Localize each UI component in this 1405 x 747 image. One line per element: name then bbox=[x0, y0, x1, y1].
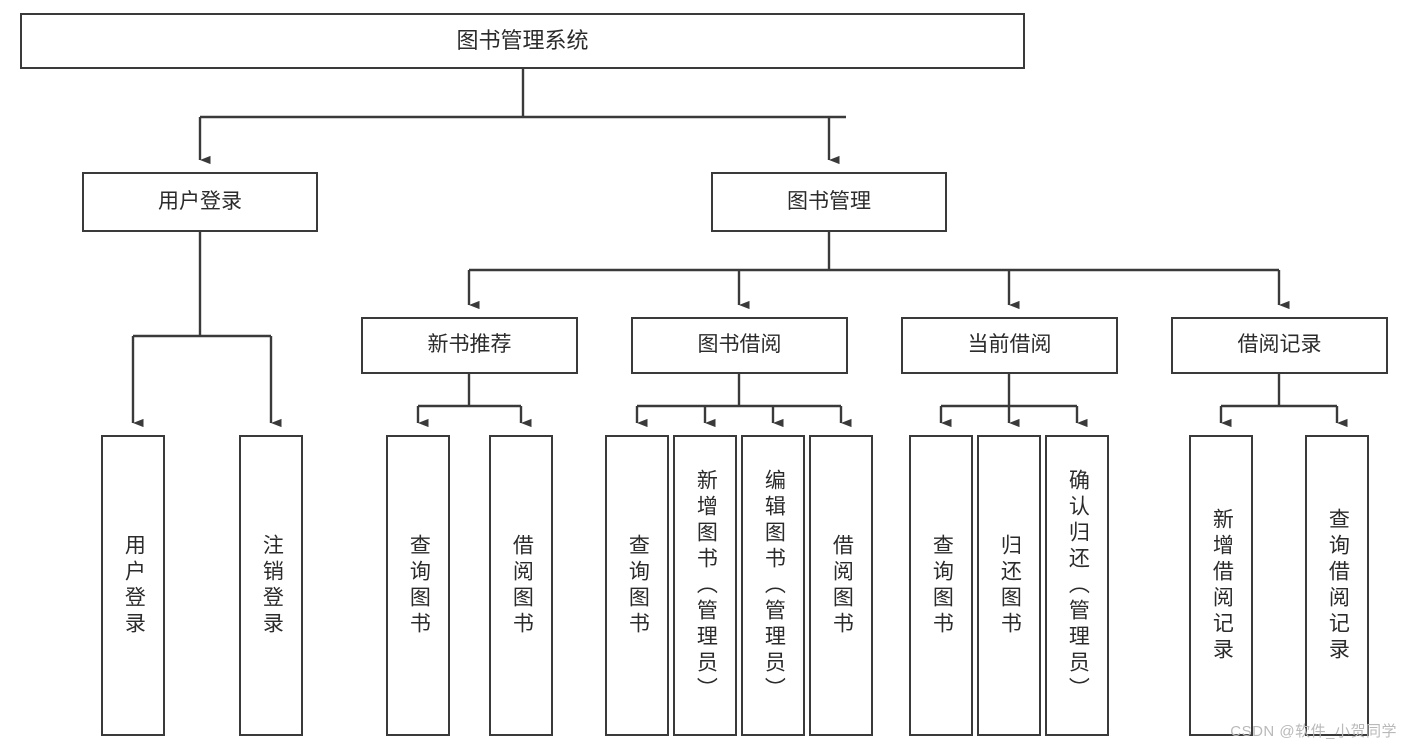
leaf-add-borrow-record[interactable]: 新增借阅记录 bbox=[1189, 435, 1253, 736]
node-current-borrow[interactable]: 当前借阅 bbox=[901, 317, 1118, 374]
node-book-management-system[interactable]: 图书管理系统 bbox=[20, 13, 1025, 69]
leaf-return-book[interactable]: 归还图书 bbox=[977, 435, 1041, 736]
node-label: 图书管理 bbox=[787, 189, 871, 213]
leaf-query-book-current[interactable]: 查询图书 bbox=[909, 435, 973, 736]
node-label: 新增图书（管理员） bbox=[694, 468, 718, 703]
node-label: 借阅图书 bbox=[510, 533, 534, 638]
leaf-borrow-book-recommend[interactable]: 借阅图书 bbox=[489, 435, 553, 736]
node-label: 查询图书 bbox=[626, 533, 650, 638]
leaf-add-book-admin[interactable]: 新增图书（管理员） bbox=[673, 435, 737, 736]
node-label: 借阅记录 bbox=[1237, 333, 1322, 357]
node-new-book-recommend[interactable]: 新书推荐 bbox=[361, 317, 578, 374]
node-label: 查询图书 bbox=[407, 533, 431, 638]
node-label: 注销登录 bbox=[260, 533, 284, 638]
node-label: 图书管理系统 bbox=[456, 28, 589, 54]
leaf-borrow-book[interactable]: 借阅图书 bbox=[809, 435, 873, 736]
node-user-login[interactable]: 用户登录 bbox=[82, 172, 318, 232]
leaf-confirm-return-admin[interactable]: 确认归还（管理员） bbox=[1045, 435, 1109, 736]
watermark: CSDN @软件_小贺同学 bbox=[1230, 723, 1397, 740]
node-label: 查询图书 bbox=[930, 533, 954, 638]
leaf-user-login[interactable]: 用户登录 bbox=[101, 435, 165, 736]
node-label: 归还图书 bbox=[998, 533, 1022, 638]
node-borrow-records[interactable]: 借阅记录 bbox=[1171, 317, 1388, 374]
node-label: 借阅图书 bbox=[830, 533, 854, 638]
leaf-logout[interactable]: 注销登录 bbox=[239, 435, 303, 736]
node-label: 当前借阅 bbox=[967, 333, 1052, 357]
node-label: 用户登录 bbox=[122, 533, 146, 638]
node-label: 用户登录 bbox=[158, 189, 242, 213]
node-book-management[interactable]: 图书管理 bbox=[711, 172, 947, 232]
node-book-borrow[interactable]: 图书借阅 bbox=[631, 317, 848, 374]
node-label: 新书推荐 bbox=[427, 333, 512, 357]
leaf-query-book-borrow[interactable]: 查询图书 bbox=[605, 435, 669, 736]
leaf-edit-book-admin[interactable]: 编辑图书（管理员） bbox=[741, 435, 805, 736]
node-label: 查询借阅记录 bbox=[1326, 507, 1350, 664]
node-label: 确认归还（管理员） bbox=[1066, 468, 1090, 703]
node-label: 新增借阅记录 bbox=[1210, 507, 1234, 664]
node-label: 编辑图书（管理员） bbox=[762, 468, 786, 703]
leaf-query-book-recommend[interactable]: 查询图书 bbox=[386, 435, 450, 736]
node-label: 图书借阅 bbox=[697, 333, 782, 357]
leaf-query-borrow-record[interactable]: 查询借阅记录 bbox=[1305, 435, 1369, 736]
